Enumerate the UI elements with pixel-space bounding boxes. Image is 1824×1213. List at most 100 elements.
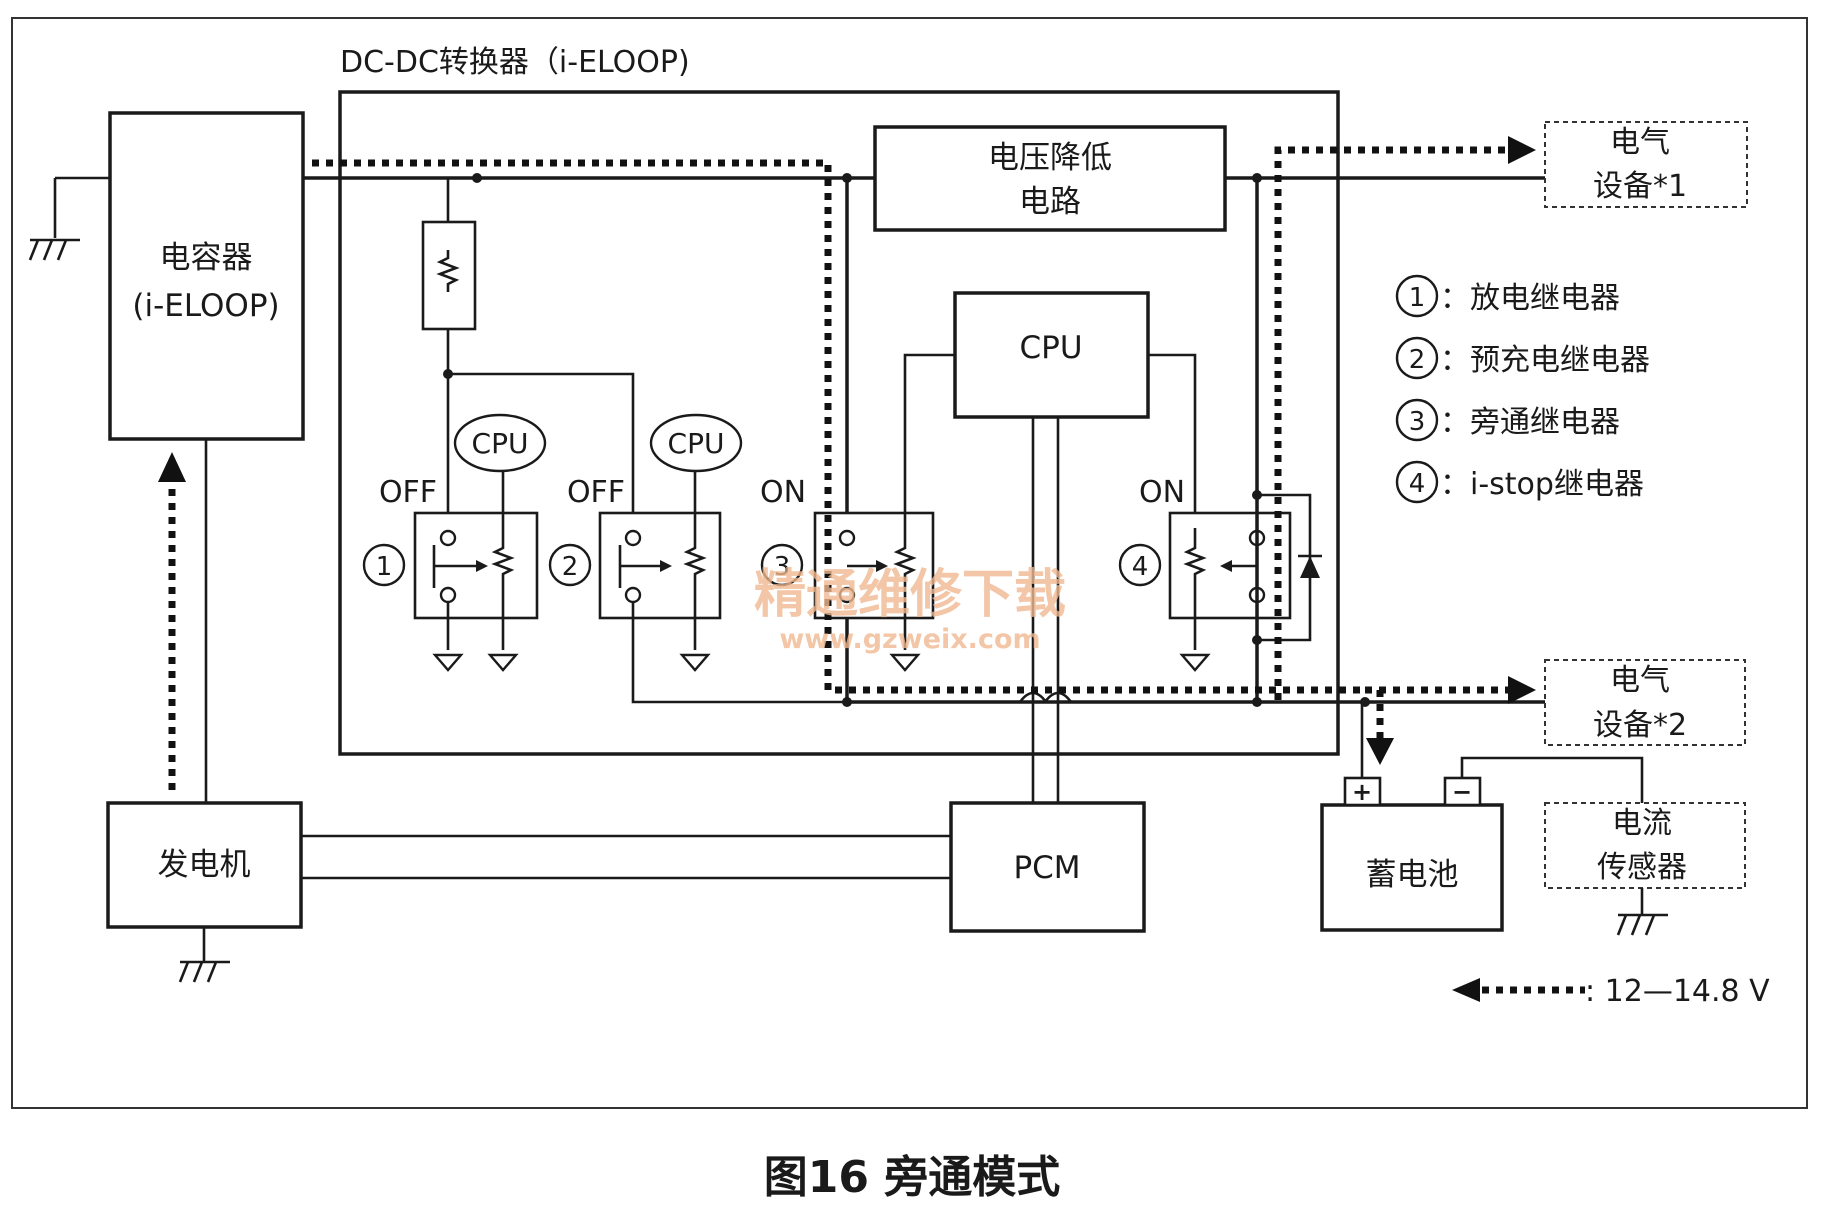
ground-symbol-sensor xyxy=(1616,888,1668,936)
relay-2-output-wire xyxy=(631,602,847,704)
load1-label: 电气 xyxy=(1610,125,1670,160)
relay-4-state: ON xyxy=(1139,475,1185,510)
voltage-reducer-sublabel: 电路 xyxy=(1019,184,1081,220)
relay-1-num-circle xyxy=(362,543,406,587)
load2-label: 电气 xyxy=(1610,663,1670,698)
capacitor-sublabel: (i-ELOOP) xyxy=(132,288,279,324)
resistor-icon xyxy=(436,250,460,292)
legend-num: 2 xyxy=(1409,345,1426,375)
voltage-reducer-box xyxy=(873,125,1227,232)
coil-resistor-icon xyxy=(1183,528,1207,605)
relay-1-state: OFF xyxy=(379,475,437,510)
load1-box xyxy=(1544,121,1748,208)
flow-legend: : 12—14.8 V xyxy=(1452,974,1770,1009)
watermark-url: www.gzweix.com xyxy=(779,624,1040,655)
resistor-box xyxy=(421,220,477,331)
junction-dot xyxy=(842,697,852,707)
arrow-icon xyxy=(876,560,888,572)
relay-contact xyxy=(624,529,642,547)
ground-symbol-generator xyxy=(178,927,230,983)
cpu-label: CPU xyxy=(1019,330,1082,366)
relay-2-cpu-label: CPU xyxy=(668,427,725,460)
ground-triangle-icon xyxy=(679,653,711,672)
figure-caption: 图16 旁通模式 xyxy=(764,1152,1061,1203)
diode-icon xyxy=(1300,556,1320,578)
relay-2-cpu-oval xyxy=(649,413,743,473)
relay-3-state: ON xyxy=(760,475,806,510)
battery-minus-terminal xyxy=(1443,776,1482,807)
precharge-branch-wire xyxy=(448,372,635,513)
relay-3-num-circle xyxy=(760,543,804,587)
watermark-cn: 精通维修下载 xyxy=(754,564,1066,625)
legend-text: ：放电继电器 xyxy=(1440,281,1620,316)
relay-3-cpu-wire xyxy=(903,353,955,528)
generator-box xyxy=(106,801,303,929)
legend-text: ：i-stop继电器 xyxy=(1440,467,1644,502)
ground-triangle-icon xyxy=(432,653,464,672)
coil-resistor-icon xyxy=(683,528,707,605)
ground-triangle-icon xyxy=(1179,653,1211,672)
relay-2-num-circle xyxy=(548,543,592,587)
arrow-icon xyxy=(660,560,672,572)
load2-box xyxy=(1544,659,1746,746)
relay-contact xyxy=(439,529,457,547)
legend-num-circle xyxy=(1395,274,1439,318)
generator-label: 发电机 xyxy=(158,847,251,883)
arrow-icon xyxy=(476,560,488,572)
arrow-icon xyxy=(1220,560,1232,572)
battery-label: 蓄电池 xyxy=(1366,857,1459,893)
relay-3-num: 3 xyxy=(774,552,791,582)
ground-triangle-icon xyxy=(487,653,519,672)
converter-title: DC-DC转换器（i-ELOOP) xyxy=(340,45,690,80)
relay-2-num: 2 xyxy=(562,552,579,582)
legend-text: ：预充电继电器 xyxy=(1440,343,1650,378)
flow-legend-text: : 12—14.8 V xyxy=(1585,974,1770,1009)
legend-num-circle xyxy=(1395,398,1439,442)
current-sensor-sublabel: 传感器 xyxy=(1597,850,1687,885)
converter-frame xyxy=(338,90,1340,756)
battery-sensor-wire xyxy=(1460,756,1644,803)
relay-1-num: 1 xyxy=(376,552,393,582)
relay-2-state: OFF xyxy=(567,475,625,510)
battery-box xyxy=(1320,803,1504,932)
relay-legend: 1 ：放电继电器 2 ：预充电继电器 3 ：旁通继电器 4 ：i-stop继电器 xyxy=(1395,274,1650,504)
legend-num-circle xyxy=(1395,460,1439,504)
legend-num: 3 xyxy=(1409,407,1426,437)
load1-sublabel: 设备*1 xyxy=(1593,169,1687,204)
relay-contact xyxy=(624,586,642,604)
legend-num-circle xyxy=(1395,336,1439,380)
junction-dot xyxy=(472,173,482,183)
legend-num: 4 xyxy=(1409,469,1426,499)
ground-symbol-capacitor xyxy=(28,176,110,261)
ground-triangle-icon xyxy=(889,653,921,672)
current-sensor-box xyxy=(1544,802,1746,889)
coil-resistor-icon xyxy=(893,528,917,605)
current-sensor-label: 电流 xyxy=(1612,806,1672,841)
outer-frame xyxy=(11,17,1808,1109)
legend-text: ：旁通继电器 xyxy=(1440,405,1620,440)
relay-contact xyxy=(838,529,856,547)
flow-arrow-icon xyxy=(1452,978,1480,1002)
relay-1-cpu-oval xyxy=(453,413,547,473)
relay-4-num-circle xyxy=(1118,543,1162,587)
load2-sublabel: 设备*2 xyxy=(1593,708,1687,743)
junction-dot xyxy=(1252,697,1262,707)
coil-resistor-icon xyxy=(491,528,515,605)
current-flow-path xyxy=(158,136,1536,790)
relay-contact xyxy=(838,586,856,604)
relay-4-num: 4 xyxy=(1132,552,1149,582)
wire-crossover xyxy=(1043,691,1073,703)
battery-plus-sign: + xyxy=(1352,778,1372,806)
battery-minus-sign: − xyxy=(1452,778,1472,806)
pcm-label: PCM xyxy=(1013,850,1080,886)
legend-num: 1 xyxy=(1409,283,1426,313)
relay-4-cpu-wire xyxy=(1148,353,1197,528)
relay-contact xyxy=(439,586,457,604)
pcm-box xyxy=(949,801,1146,933)
capacitor-label: 电容器 xyxy=(160,240,253,276)
cpu-box xyxy=(953,291,1150,419)
relay-1-cpu-label: CPU xyxy=(472,427,529,460)
voltage-reducer-label: 电压降低 xyxy=(988,140,1112,176)
capacitor-box xyxy=(108,111,305,441)
